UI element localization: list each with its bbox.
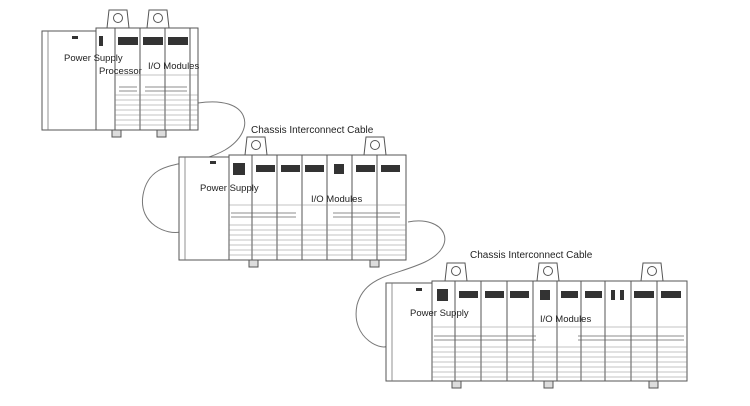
power-supply-housing: [41, 30, 97, 131]
module-bank: [228, 136, 407, 261]
base-connector: [248, 259, 259, 268]
power-supply-label: Power Supply: [64, 53, 123, 64]
chassis-3: Power Supply I/O Modules: [385, 262, 688, 389]
interconnect-cable-2: [355, 220, 446, 348]
module-bank: [431, 262, 688, 382]
base-connector: [451, 380, 462, 389]
io-modules-label: I/O Modules: [148, 61, 199, 72]
processor-label: Processor: [99, 66, 142, 77]
cable-label: Chassis Interconnect Cable: [470, 250, 593, 261]
module-bank: [95, 9, 199, 131]
chassis-2: Power Supply I/O Modules: [178, 136, 407, 268]
power-supply-label: Power Supply: [410, 308, 469, 319]
base-connector: [369, 259, 380, 268]
io-modules-label: I/O Modules: [311, 194, 362, 205]
cable-label: Chassis Interconnect Cable: [251, 125, 374, 136]
base-connector: [648, 380, 659, 389]
power-supply-housing: [178, 156, 230, 261]
base-connector: [156, 129, 167, 138]
base-connector: [543, 380, 554, 389]
chassis-1: Power Supply Processor I/O Modules: [41, 9, 199, 138]
power-supply-label: Power Supply: [200, 183, 259, 194]
base-connector: [111, 129, 122, 138]
io-modules-label: I/O Modules: [540, 314, 591, 325]
power-supply-housing: [385, 282, 433, 382]
